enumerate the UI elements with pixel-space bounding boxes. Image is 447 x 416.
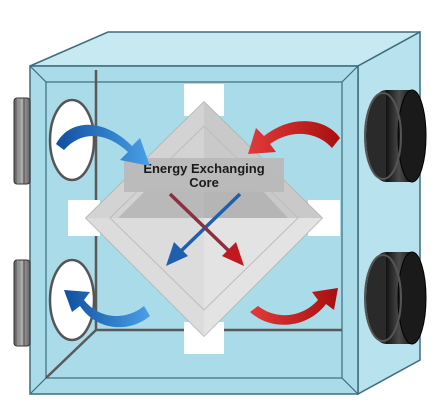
left-lower-port-collar — [13, 259, 31, 347]
right-lower-duct-connector — [364, 251, 427, 345]
curved-arrow-icon — [56, 124, 150, 166]
diagonal-arrow-icon — [168, 192, 244, 266]
curved-arrow-icon — [250, 288, 338, 325]
curved-arrow-icon — [64, 290, 150, 328]
right-upper-duct-connector — [364, 89, 427, 183]
cabinet-top-face — [29, 31, 421, 67]
curved-arrow-icon — [248, 121, 340, 154]
core-label-line1: Energy Exchanging — [143, 161, 264, 176]
core-label-line2: Core — [189, 175, 219, 190]
left-upper-port-collar — [13, 97, 31, 185]
core-label-box — [124, 158, 284, 192]
cabinet-inner-frame — [29, 65, 359, 395]
diagonal-arrow-icon — [166, 192, 242, 266]
